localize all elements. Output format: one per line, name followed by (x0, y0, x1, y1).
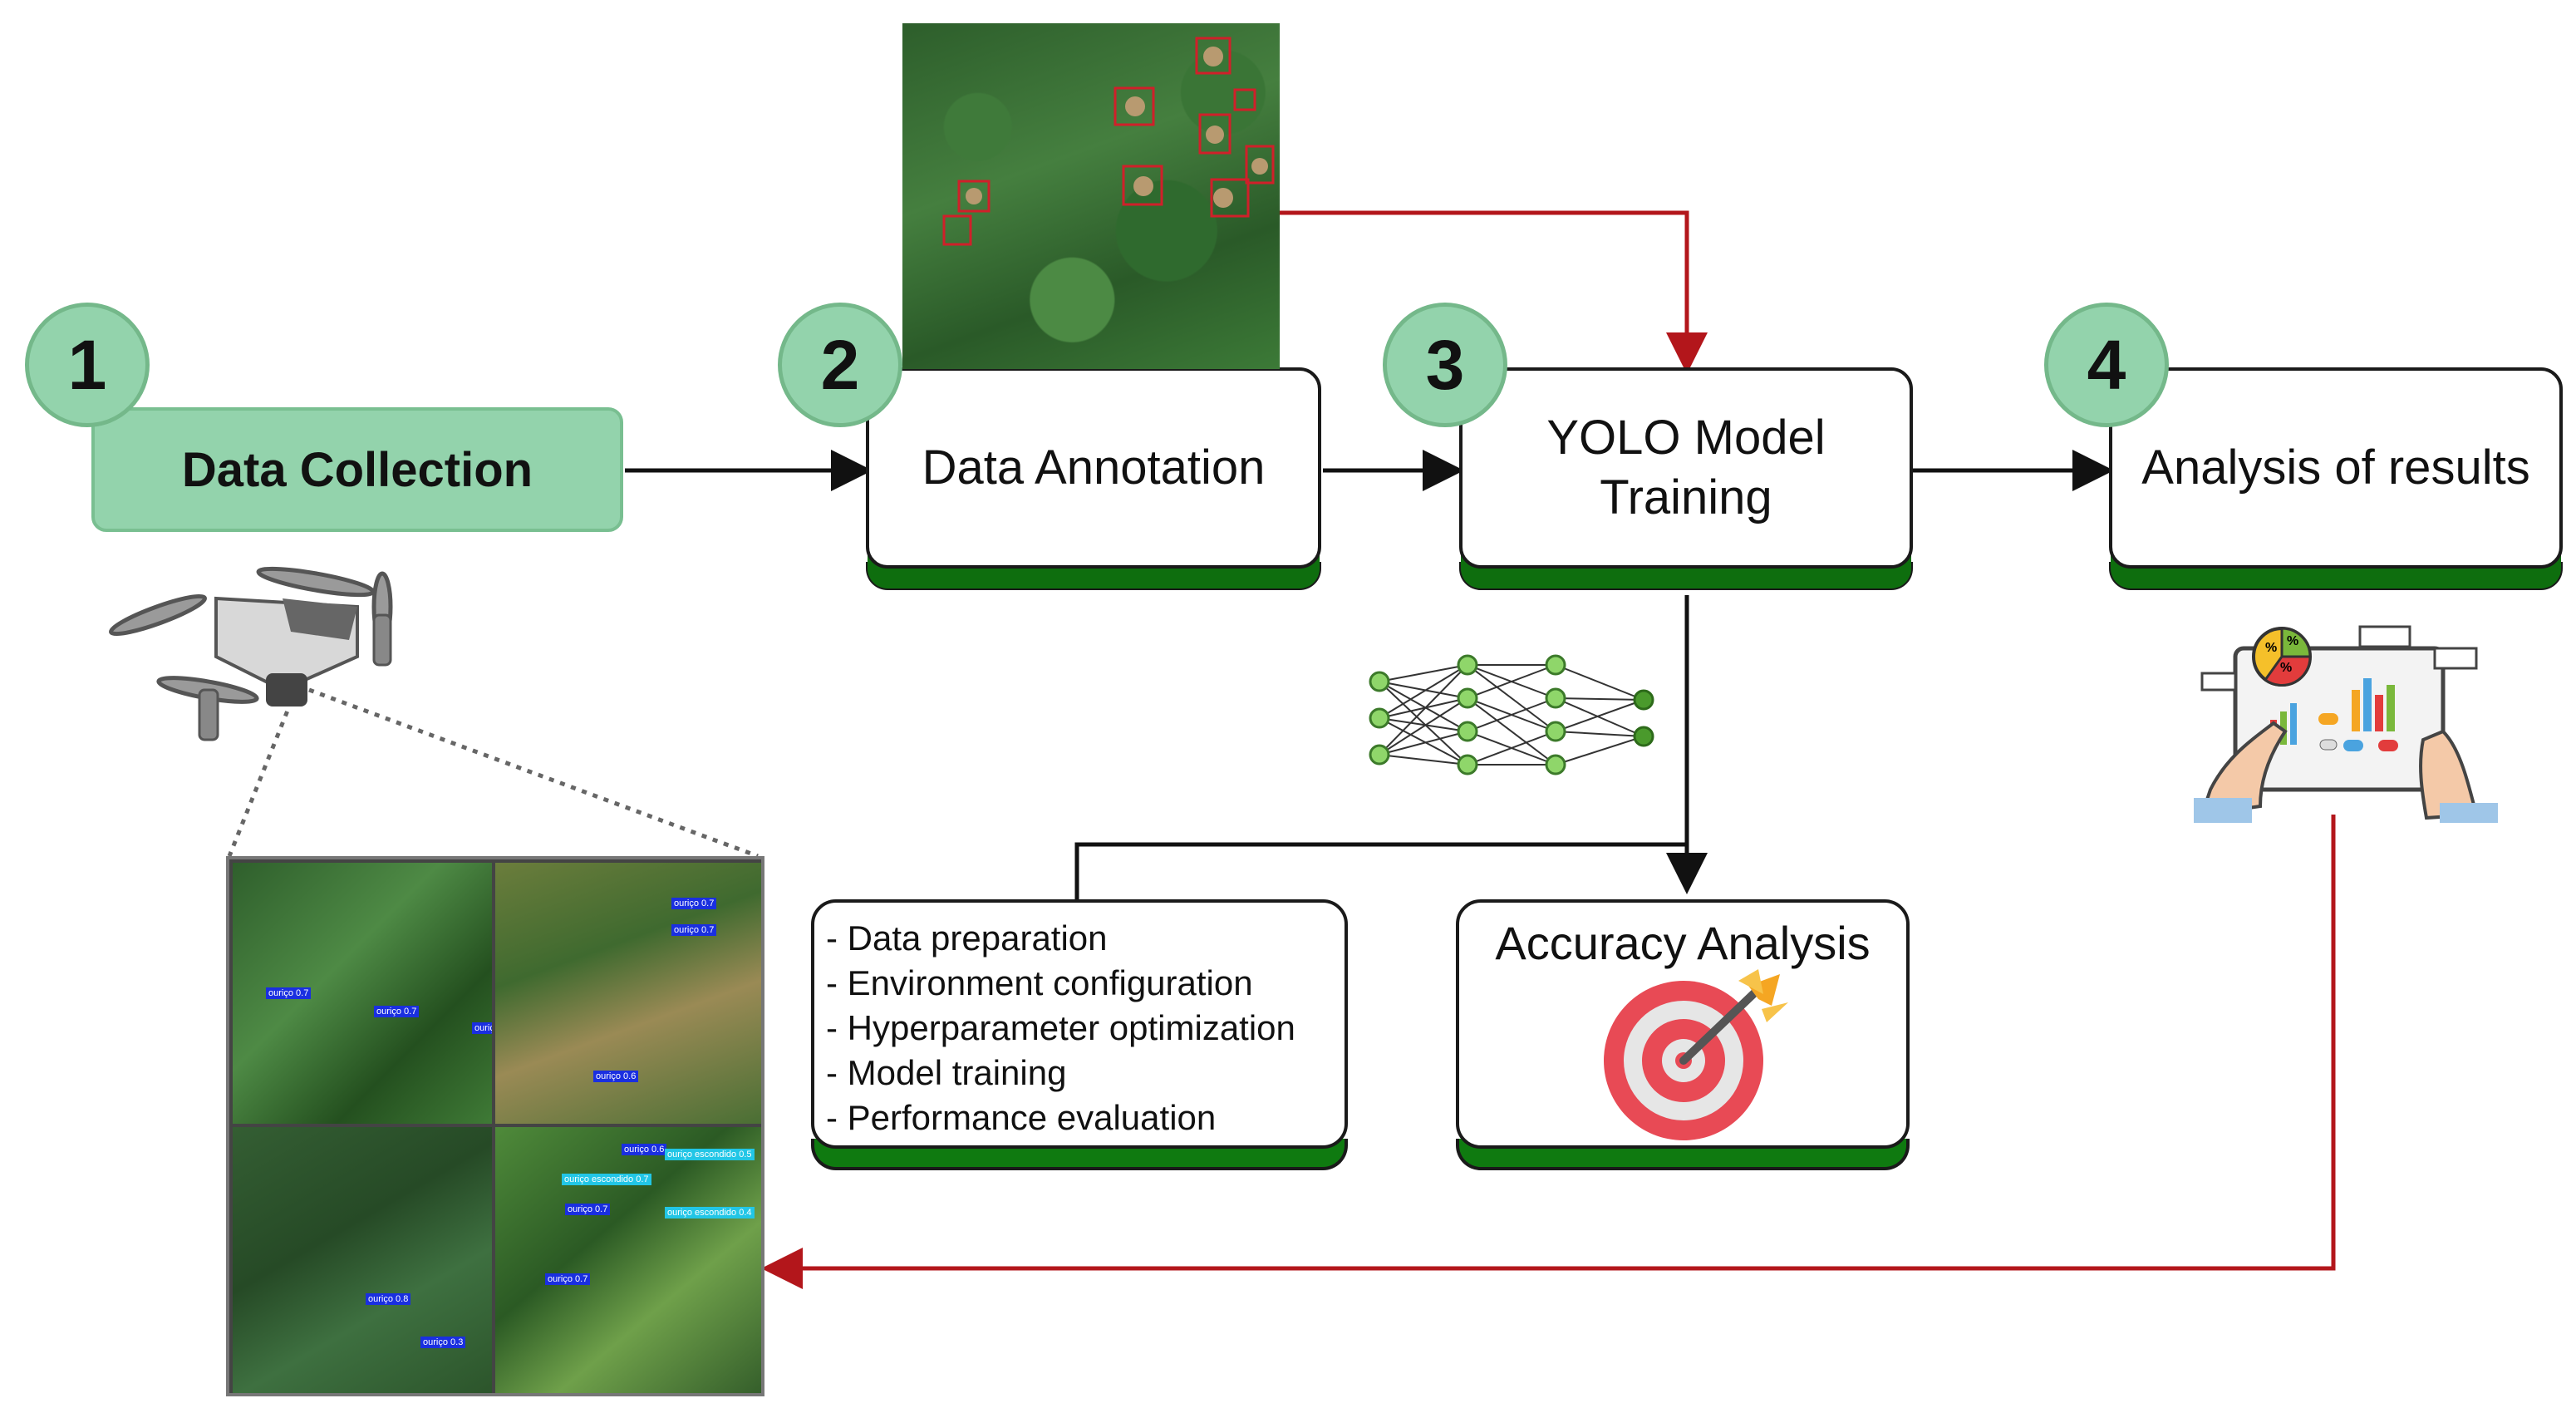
step-2-label: Data Annotation (922, 441, 1266, 495)
svg-text:%: % (2287, 634, 2298, 648)
detection-image-4: ouriço 0.6 ouriço escondido 0.7 ouriço e… (495, 1127, 761, 1393)
training-tasks-box: - Data preparation - Environment configu… (811, 899, 1348, 1170)
task-item: - Model training (826, 1053, 1067, 1092)
task-item: - Environment configuration (826, 963, 1253, 1002)
detection-label: ouriço 0.7 (545, 1273, 591, 1285)
step-4-label: Analysis of results (2141, 441, 2530, 495)
detection-image-1: ouriço 0.7 ouriço 0.7 ouriço 0.7 (233, 863, 492, 1124)
step-analysis-results: Analysis of results (2109, 367, 2563, 590)
feedback-arrow (761, 815, 2336, 1289)
drone-icon (109, 566, 393, 741)
detection-results-grid: ouriço 0.7 ouriço 0.7 ouriço 0.7 ouriço … (226, 856, 764, 1396)
detection-label: ouriço escondido 0.7 (562, 1174, 651, 1185)
step-4-badge: 4 (2044, 303, 2169, 427)
detection-label: ouriço 0.3 (420, 1337, 466, 1348)
detection-image-2: ouriço 0.7 ouriço 0.7 ouriço 0.6 (495, 863, 761, 1124)
task-item: - Hyperparameter optimization (826, 1008, 1295, 1047)
detection-label: ouriço 0.8 (366, 1293, 411, 1305)
detection-label: ouriço 0.7 (565, 1204, 611, 1215)
detection-label: ouriço 0.7 (374, 1006, 420, 1017)
target-icon (1604, 969, 1788, 1140)
detection-label: ouriço 0.7 (472, 1022, 492, 1034)
svg-text:%: % (2280, 661, 2292, 675)
svg-text:%: % (2265, 641, 2277, 655)
step-data-annotation: Data Annotation (866, 367, 1321, 590)
task-item: - Data preparation (826, 918, 1108, 958)
analytics-tablet-icon: % % % (2194, 625, 2498, 823)
task-item: - Performance evaluation (826, 1098, 1217, 1137)
detection-label: ouriço 0.7 (671, 898, 717, 909)
arrow-annotation-to-training (1280, 210, 1708, 374)
step-3-label: YOLO Model Training (1546, 411, 1826, 524)
neural-network-icon (1369, 654, 1654, 775)
detection-label: ouriço escondido 0.5 (665, 1149, 755, 1160)
step-2-badge: 2 (778, 303, 902, 427)
accuracy-analysis-box: Accuracy Analysis (1456, 899, 1910, 1170)
branch-to-tasks (1074, 842, 1687, 899)
detection-label: ouriço 0.6 (593, 1071, 639, 1082)
detection-label: ouriço 0.6 (622, 1144, 667, 1155)
step-3-badge: 3 (1383, 303, 1507, 427)
step-data-collection: Data Collection (91, 407, 623, 532)
detection-label: ouriço 0.7 (266, 987, 312, 999)
detection-image-3: ouriço 0.8 ouriço 0.3 (233, 1127, 492, 1393)
step-1-badge: 1 (25, 303, 150, 427)
step-1-label: Data Collection (181, 442, 533, 497)
detection-label: ouriço 0.7 (671, 924, 717, 936)
zoom-line-right (308, 687, 759, 859)
annotated-foliage-photo (902, 23, 1280, 369)
step-yolo-training: YOLO Model Training (1459, 367, 1913, 590)
accuracy-analysis-label: Accuracy Analysis (1495, 917, 1871, 969)
detection-label: ouriço escondido 0.4 (665, 1207, 755, 1219)
